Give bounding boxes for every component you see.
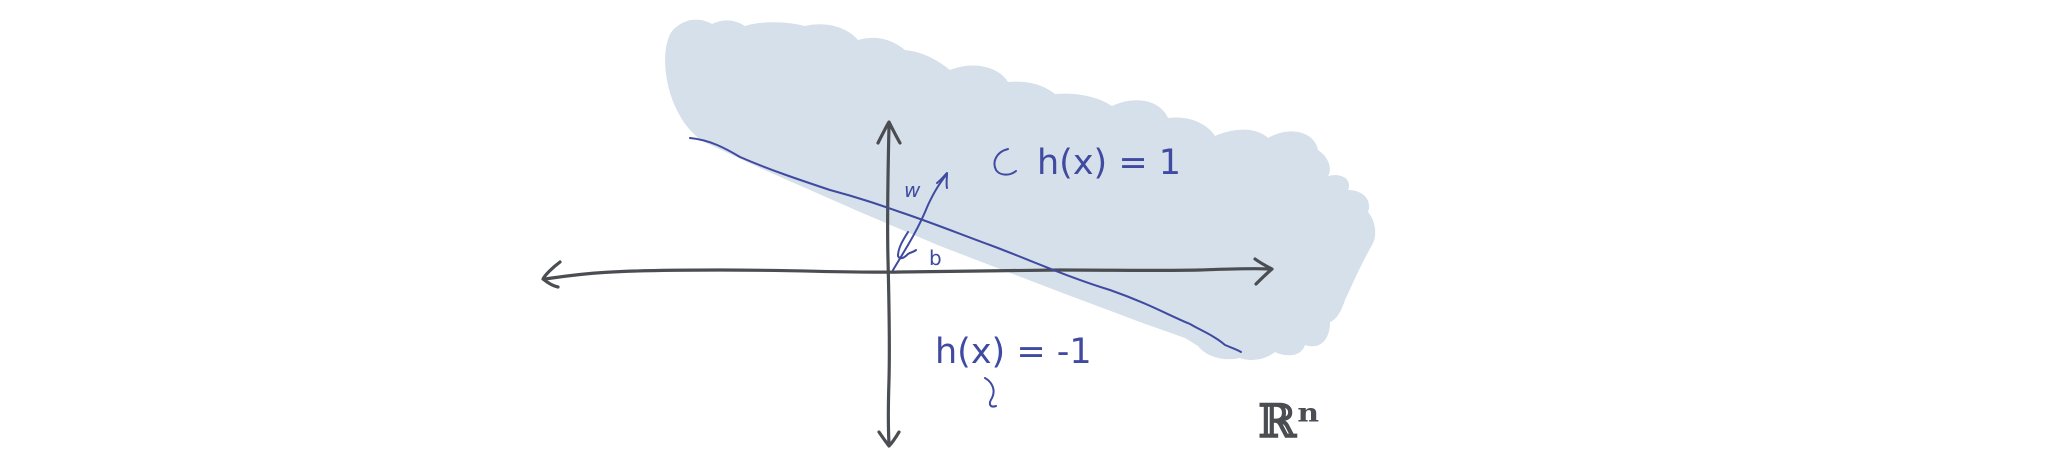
x-axis xyxy=(543,266,1272,281)
x-axis-right-arrowhead xyxy=(1253,257,1274,286)
negative-region-pointer xyxy=(984,377,997,408)
y-axis-bottom-arrowhead xyxy=(877,430,901,448)
y-axis xyxy=(885,124,892,446)
normal-vector-w xyxy=(892,174,947,271)
positive-region-pointer xyxy=(993,148,1017,176)
label-b: b xyxy=(929,246,942,270)
x-axis-left-arrowhead xyxy=(541,260,562,289)
label-negative-region: h(x) = -1 xyxy=(935,332,1092,372)
y-axis-top-arrowhead xyxy=(876,120,902,145)
offset-b-bracket xyxy=(896,231,917,260)
label-positive-region: h(x) = 1 xyxy=(1037,143,1181,183)
positive-half-space-region xyxy=(665,19,1376,361)
label-w: w xyxy=(904,178,921,202)
hyperplane-line xyxy=(689,137,1242,353)
normal-vector-w-arrowhead xyxy=(936,172,948,189)
label-rn: ℝⁿ xyxy=(1258,394,1320,448)
